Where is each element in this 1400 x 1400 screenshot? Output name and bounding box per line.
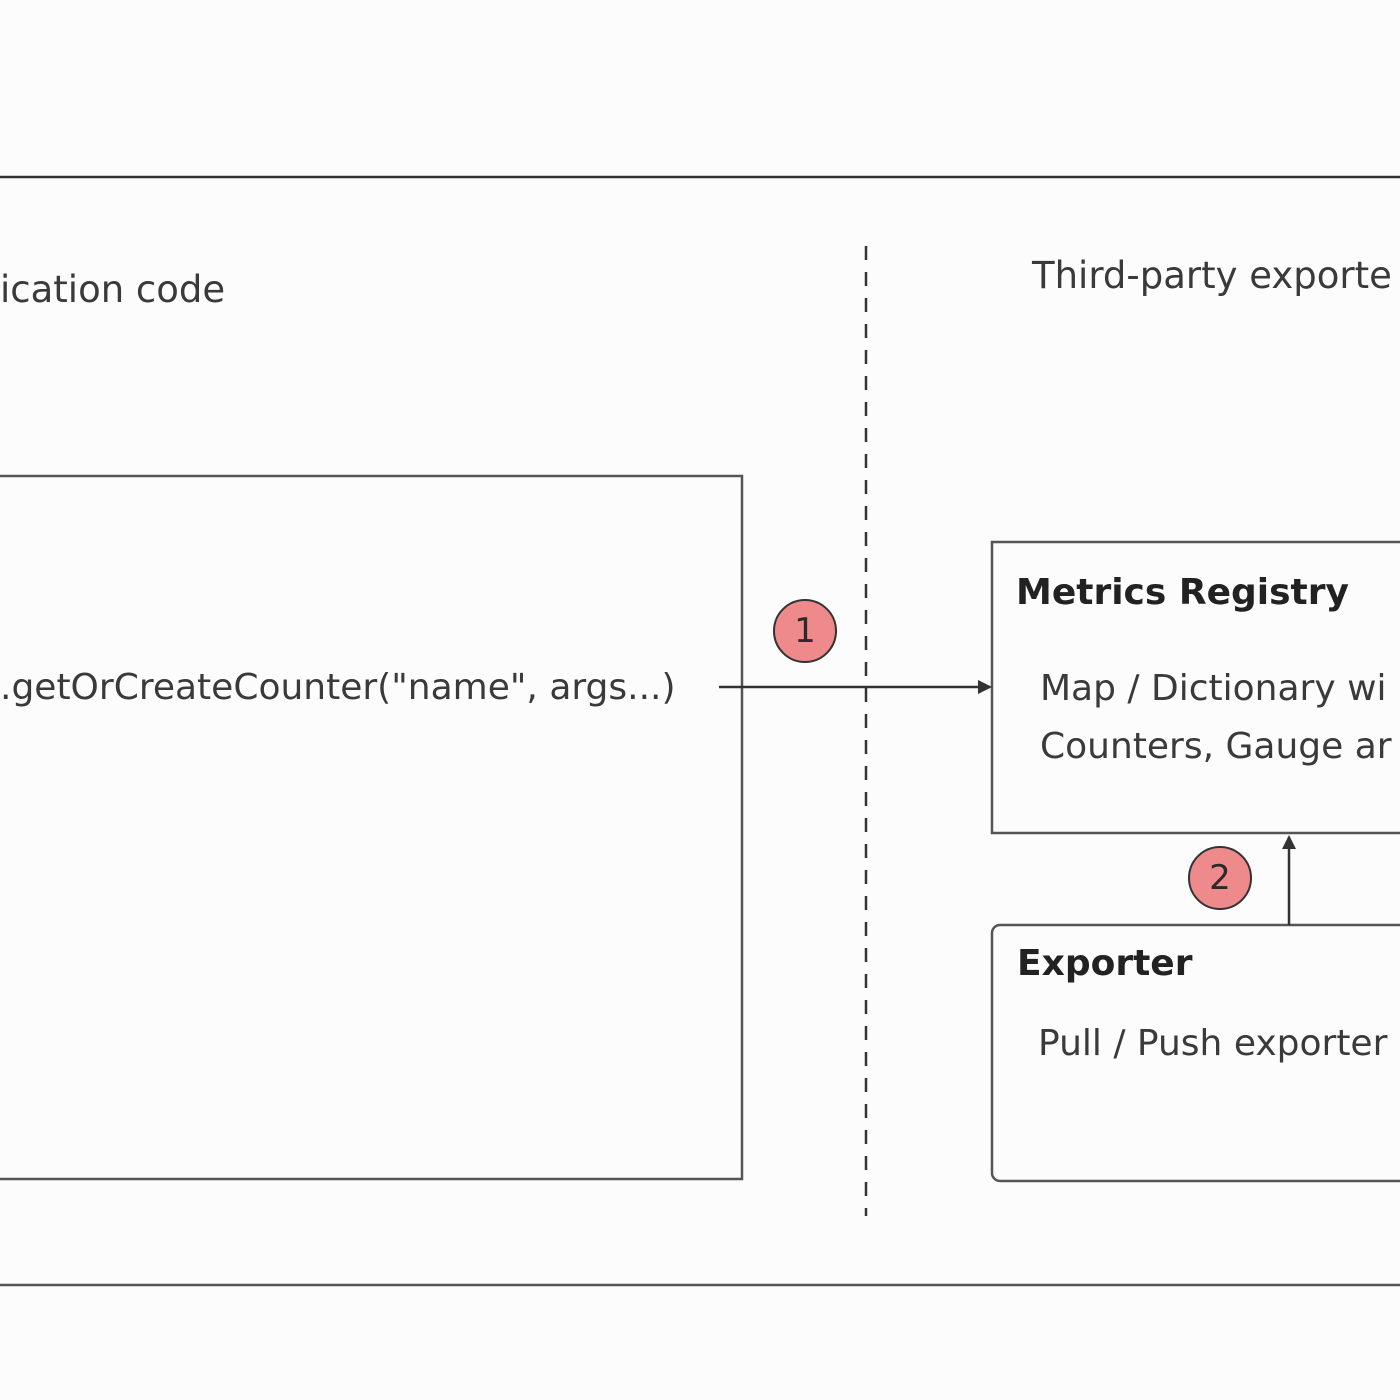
exporter-box bbox=[990, 923, 1400, 1183]
get-or-create-counter-call: .getOrCreateCounter("name", args...) bbox=[0, 667, 676, 708]
application-code-box bbox=[0, 474, 744, 1181]
third-party-exporter-section-label: Third-party exporte bbox=[1032, 254, 1392, 297]
exporter-title: Exporter bbox=[1017, 943, 1193, 984]
application-code-section-label: ication code bbox=[0, 268, 226, 311]
metrics-registry-box bbox=[990, 540, 1400, 835]
metrics-registry-title: Metrics Registry bbox=[1016, 572, 1349, 613]
exporter-description: Pull / Push exporter bbox=[1038, 1023, 1388, 1064]
metrics-registry-description-line-1: Map / Dictionary wi bbox=[1040, 668, 1387, 709]
metrics-registry-description-line-2: Counters, Gauge ar bbox=[1040, 726, 1392, 767]
step-2-badge: 2 bbox=[1188, 846, 1252, 910]
step-1-badge: 1 bbox=[773, 599, 837, 663]
